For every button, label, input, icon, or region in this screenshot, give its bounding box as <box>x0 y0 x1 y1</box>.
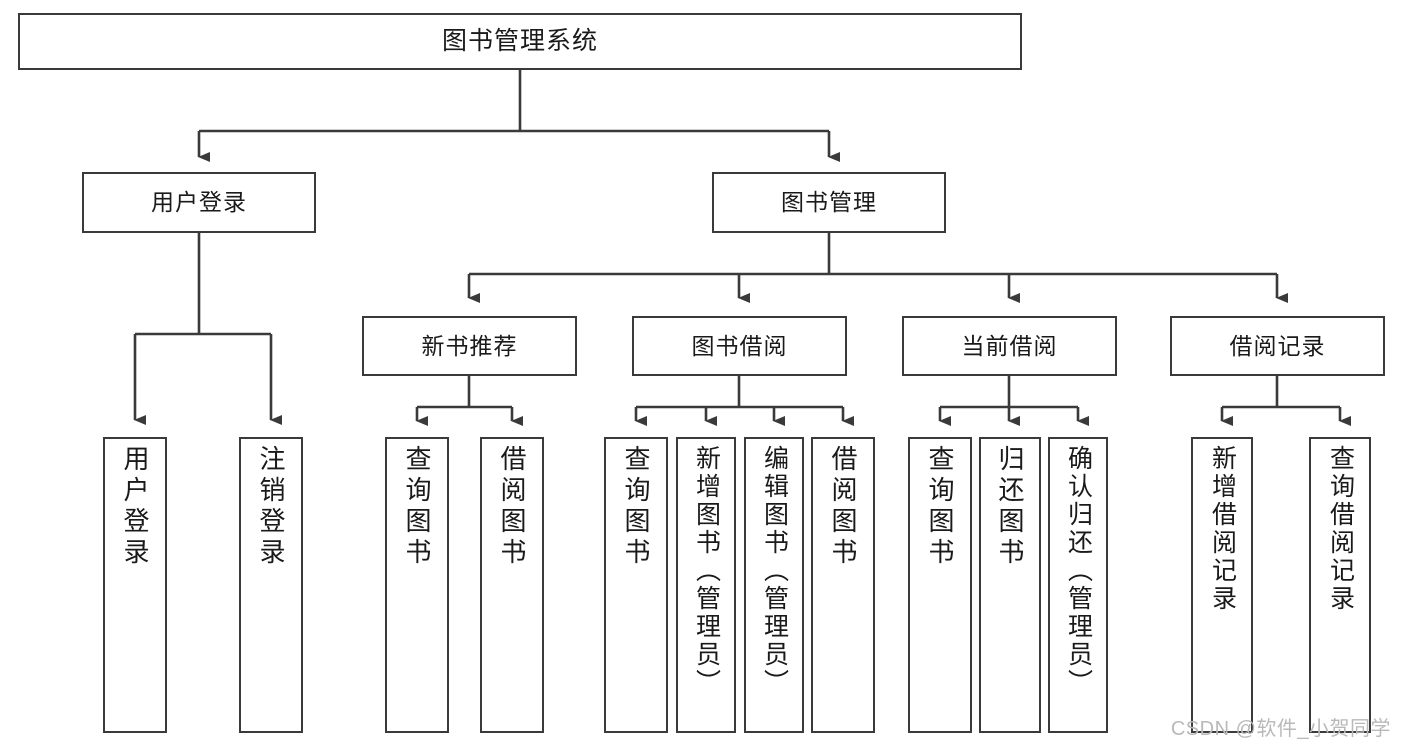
node-label: 图书管理系统 <box>441 27 598 56</box>
leaf-current-borrow-query[interactable]: 查询图书 <box>908 437 972 733</box>
node-label: 查询图书 <box>621 445 651 569</box>
node-label: 新书推荐 <box>421 332 518 359</box>
leaf-book-borrow-edit[interactable]: 编辑图书（管理员） <box>744 437 804 733</box>
node-label: 借阅图书 <box>828 445 858 569</box>
node-label: 编辑图书（管理员） <box>760 445 789 697</box>
node-label: 查询图书 <box>925 445 955 569</box>
node-user-login[interactable]: 用户登录 <box>82 172 316 233</box>
leaf-book-borrow-borrow[interactable]: 借阅图书 <box>811 437 875 733</box>
node-label: 借阅记录 <box>1229 332 1326 359</box>
node-label: 确认归还（管理员） <box>1064 445 1093 697</box>
leaf-current-borrow-return[interactable]: 归还图书 <box>979 437 1041 733</box>
node-book-borrow[interactable]: 图书借阅 <box>632 316 847 376</box>
leaf-new-book-query[interactable]: 查询图书 <box>385 437 449 733</box>
leaf-borrow-record-add[interactable]: 新增借阅记录 <box>1191 437 1253 733</box>
node-current-borrow[interactable]: 当前借阅 <box>902 316 1117 376</box>
leaf-book-borrow-query[interactable]: 查询图书 <box>604 437 668 733</box>
node-root-system[interactable]: 图书管理系统 <box>18 13 1022 70</box>
node-label: 查询借阅记录 <box>1326 445 1355 613</box>
node-label: 用户登录 <box>151 189 247 216</box>
leaf-current-borrow-confirm-return[interactable]: 确认归还（管理员） <box>1048 437 1108 733</box>
node-label: 归还图书 <box>995 445 1025 569</box>
leaf-book-borrow-add[interactable]: 新增图书（管理员） <box>676 437 736 733</box>
node-label: 图书借阅 <box>691 332 788 359</box>
node-label: 借阅图书 <box>497 445 527 569</box>
node-label: 注销登录 <box>256 445 286 569</box>
watermark-text: CSDN @软件_小贺同学 <box>1170 718 1391 740</box>
leaf-user-login-login[interactable]: 用户登录 <box>103 437 167 733</box>
leaf-user-login-logout[interactable]: 注销登录 <box>239 437 303 733</box>
node-borrow-record[interactable]: 借阅记录 <box>1170 316 1385 376</box>
node-label: 查询图书 <box>402 445 432 569</box>
node-new-book-recommend[interactable]: 新书推荐 <box>362 316 577 376</box>
node-label: 新增图书（管理员） <box>692 445 721 697</box>
node-label: 当前借阅 <box>961 332 1058 359</box>
node-label: 新增借阅记录 <box>1208 445 1237 613</box>
node-label: 用户登录 <box>120 445 150 569</box>
node-book-management[interactable]: 图书管理 <box>712 172 946 233</box>
leaf-new-book-borrow[interactable]: 借阅图书 <box>480 437 544 733</box>
leaf-borrow-record-query[interactable]: 查询借阅记录 <box>1309 437 1371 733</box>
node-label: 图书管理 <box>781 189 877 216</box>
